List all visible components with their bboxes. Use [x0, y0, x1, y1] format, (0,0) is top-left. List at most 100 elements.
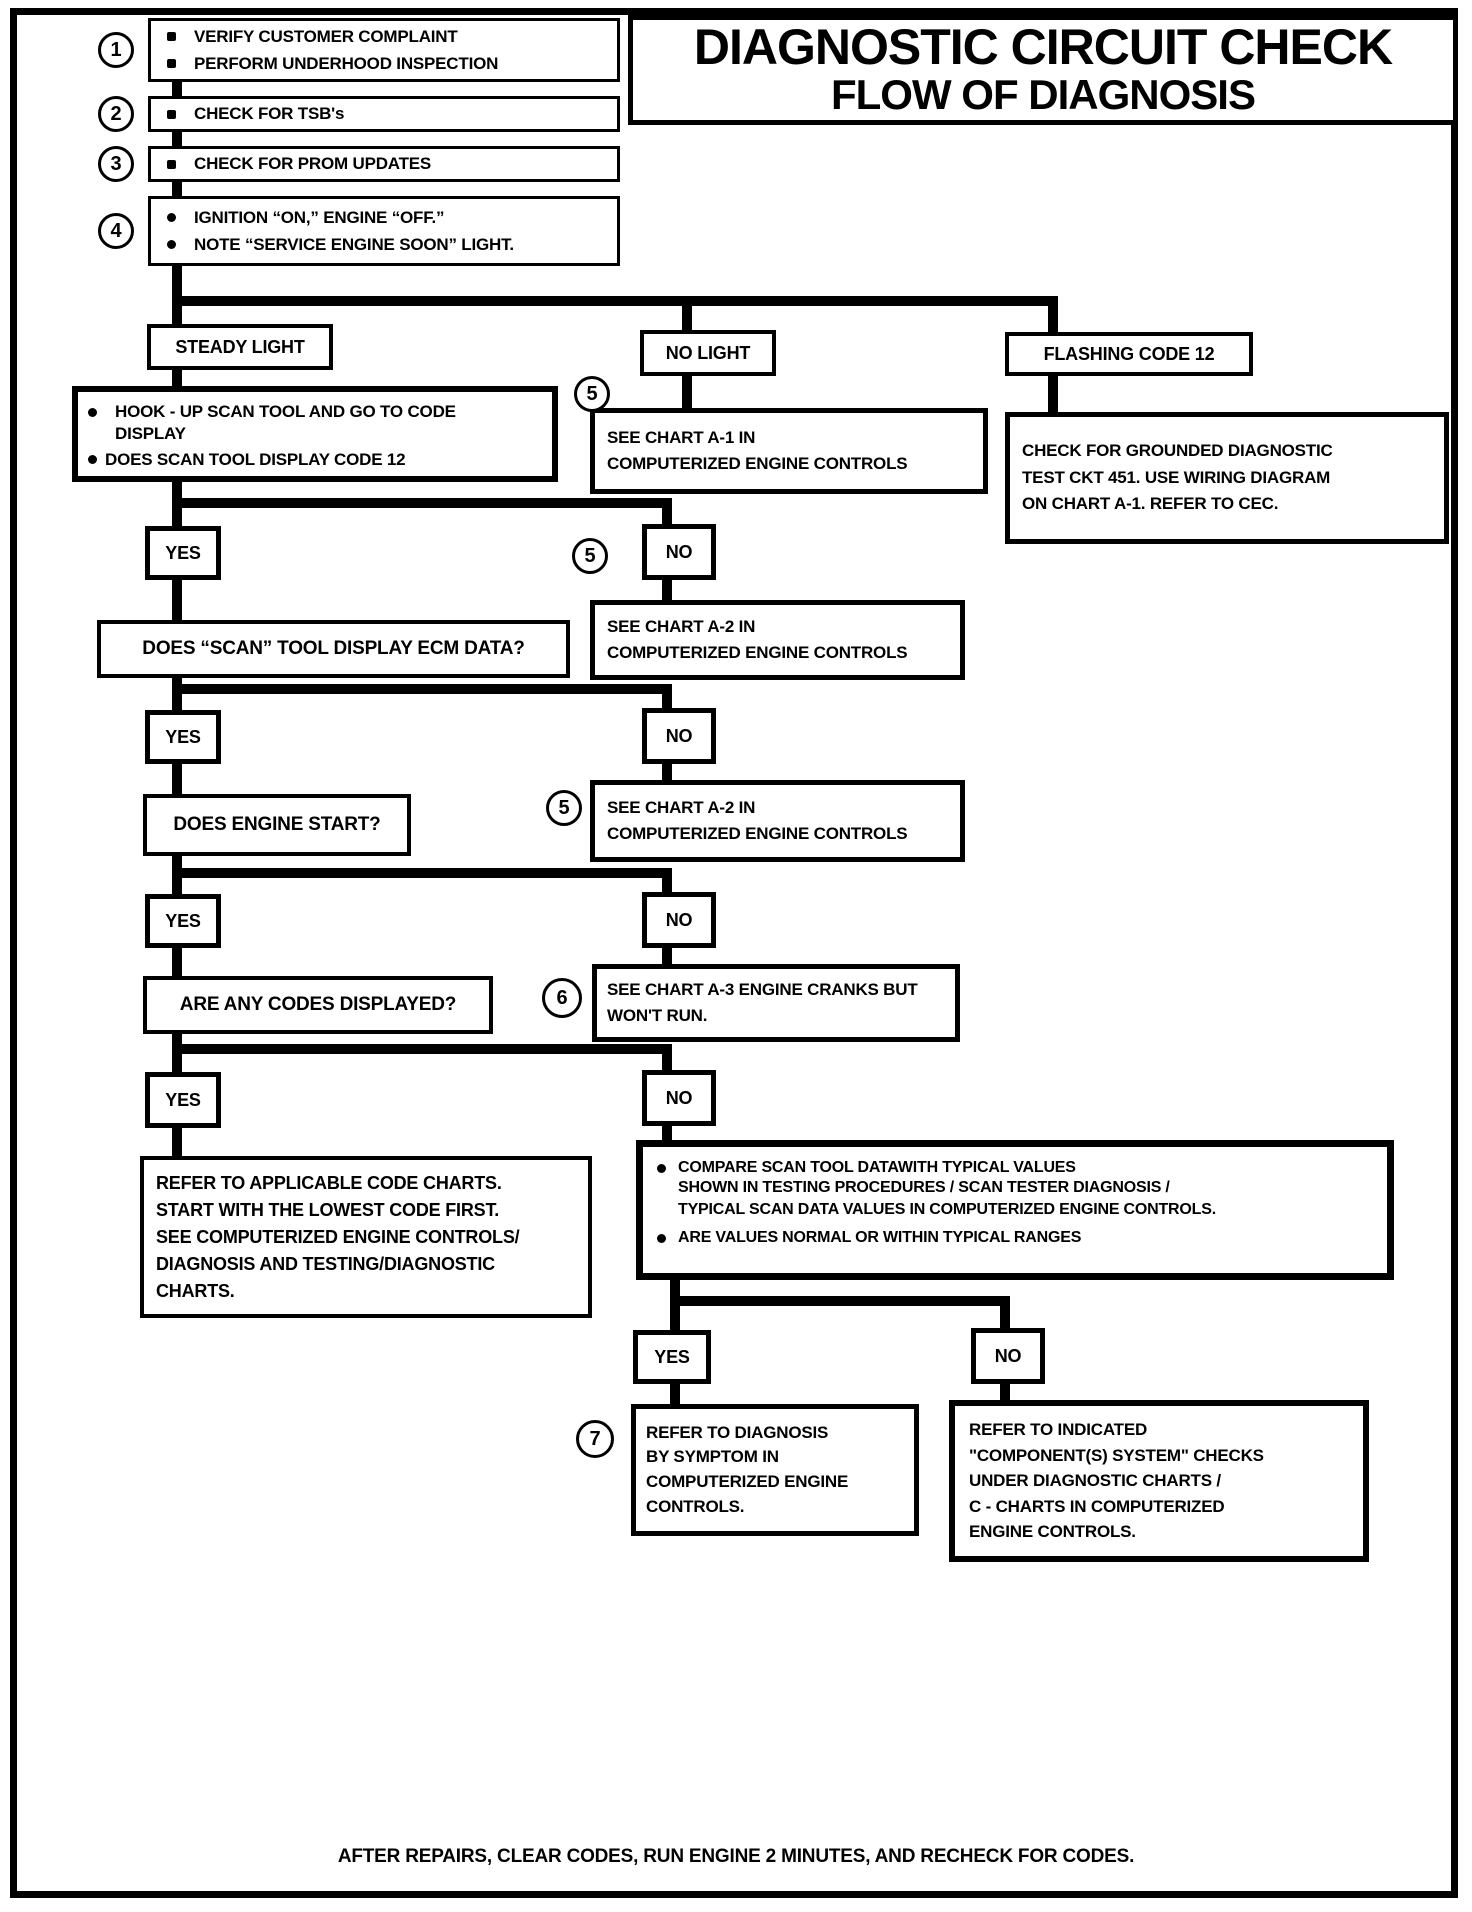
refer-component-line-3: UNDER DIAGNOSTIC CHARTS /	[969, 1471, 1221, 1491]
refer-component-line-5: ENGINE CONTROLS.	[969, 1522, 1136, 1542]
step-3-line-1: CHECK FOR PROM UPDATES	[167, 150, 617, 177]
yes-box-row4: YES	[145, 894, 221, 948]
connector	[1048, 376, 1058, 412]
page-subtitle: FLOW OF DIAGNOSIS	[831, 70, 1256, 118]
no-label: NO	[665, 541, 693, 562]
connector	[172, 1054, 182, 1072]
grounded-line-2: TEST CKT 451. USE WIRING DIAGRAM	[1022, 467, 1331, 487]
page-title: DIAGNOSTIC CIRCUIT CHECK	[693, 18, 1393, 75]
chart-a1-line-1: SEE CHART A-1 IN	[607, 427, 756, 447]
step-3-text-1: CHECK FOR PROM UPDATES	[194, 154, 432, 174]
connector	[172, 182, 182, 196]
yes-label: YES	[654, 1346, 690, 1367]
no-label: NO	[665, 1087, 693, 1108]
step-number-4-label: 4	[110, 219, 122, 242]
step-number-3: 3	[98, 146, 134, 182]
yes-box-row2: YES	[145, 526, 221, 580]
compare-text-3: TYPICAL SCAN DATA VALUES IN COMPUTERIZED…	[678, 1200, 1216, 1218]
title-box: DIAGNOSTIC CIRCUIT CHECK FLOW OF DIAGNOS…	[628, 15, 1458, 125]
branch-line	[172, 1044, 672, 1054]
step-2-line-1: CHECK FOR TSB's	[167, 100, 617, 127]
refer-codes-line-5: CHARTS.	[156, 1280, 235, 1301]
bullet-icon	[167, 159, 176, 169]
hookup-line-3: DOES SCAN TOOL DISPLAY CODE 12	[88, 450, 544, 470]
connector	[662, 764, 672, 780]
connector	[662, 580, 672, 600]
compare-scan-data-box: COMPARE SCAN TOOL DATAWITH TYPICAL VALUE…	[636, 1140, 1394, 1280]
yes-box-row3: YES	[145, 710, 221, 764]
question-engine-start-label: DOES ENGINE START?	[173, 814, 381, 835]
hookup-text-3: DOES SCAN TOOL DISPLAY CODE 12	[105, 449, 406, 469]
connector	[662, 878, 672, 892]
connector	[172, 1128, 182, 1156]
hookup-text-1: HOOK - UP SCAN TOOL AND GO TO CODE	[115, 402, 456, 421]
compare-text-2: SHOWN IN TESTING PROCEDURES / SCAN TESTE…	[678, 1179, 1170, 1196]
refer-codes-line-2: START WITH THE LOWEST CODE FIRST.	[156, 1199, 500, 1220]
connector	[172, 678, 182, 684]
bullet-icon	[657, 1163, 666, 1173]
question-engine-start: DOES ENGINE START?	[143, 794, 411, 856]
yes-box-row5: YES	[145, 1072, 221, 1128]
connector	[682, 306, 692, 330]
step-number-5-label: 5	[586, 382, 598, 405]
connector	[172, 482, 182, 498]
question-codes-displayed-label: ARE ANY CODES DISPLAYED?	[179, 994, 457, 1015]
step-box-3: CHECK FOR PROM UPDATES	[148, 146, 620, 182]
chart-a1-line-2: COMPUTERIZED ENGINE CONTROLS	[607, 454, 908, 473]
step-1-line-1: VERIFY CUSTOMER COMPLAINT	[167, 23, 617, 50]
refer-codes-line-3: SEE COMPUTERIZED ENGINE CONTROLS/	[156, 1226, 520, 1247]
refer-diagnosis-symptom-box: REFER TO DIAGNOSIS BY SYMPTOM IN COMPUTE…	[631, 1404, 919, 1536]
connector	[172, 132, 182, 146]
no-box-row4: NO	[642, 892, 716, 948]
no-box-row3: NO	[642, 708, 716, 764]
connector	[1000, 1384, 1010, 1400]
refer-codes-line-4: DIAGNOSIS AND TESTING/DIAGNOSTIC	[156, 1253, 495, 1274]
step-4-text-2: NOTE “SERVICE ENGINE SOON” LIGHT.	[194, 235, 514, 254]
connector	[172, 878, 182, 894]
connector	[172, 82, 182, 96]
no-label: NO	[665, 725, 693, 746]
no-label: NO	[665, 909, 693, 930]
branch-flashing-code-12: FLASHING CODE 12	[1005, 332, 1253, 376]
connector	[172, 948, 182, 976]
grounded-line-1: CHECK FOR GROUNDED DIAGNOSTIC	[1022, 441, 1333, 461]
chart-a2-box-2: SEE CHART A-2 IN COMPUTERIZED ENGINE CON…	[590, 780, 965, 862]
hookup-line-2: DISPLAY	[88, 422, 544, 446]
compare-text-1: COMPARE SCAN TOOL DATAWITH TYPICAL VALUE…	[678, 1159, 1076, 1176]
bullet-icon	[167, 59, 176, 69]
refer-symptom-line-2: BY SYMPTOM IN	[646, 1447, 779, 1467]
branch-line	[670, 1296, 1010, 1306]
step-number-4: 4	[98, 213, 134, 249]
chart-a2-box-1: SEE CHART A-2 IN COMPUTERIZED ENGINE CON…	[590, 600, 965, 680]
hookup-text-2: DISPLAY	[115, 424, 186, 443]
compare-line-3: TYPICAL SCAN DATA VALUES IN COMPUTERIZED…	[657, 1199, 1377, 1221]
footer-note: AFTER REPAIRS, CLEAR CODES, RUN ENGINE 2…	[337, 1846, 1135, 1867]
step-number-5: 5	[546, 790, 582, 826]
yes-box-row6: YES	[633, 1330, 711, 1384]
step-number-3-label: 3	[110, 152, 122, 175]
step-number-2: 2	[98, 96, 134, 132]
chart-a2-line-1: SEE CHART A-2 IN	[607, 616, 756, 636]
connector	[682, 376, 692, 408]
bullet-icon	[167, 31, 176, 41]
compare-line-4: ARE VALUES NORMAL OR WITHIN TYPICAL RANG…	[657, 1229, 1377, 1247]
connector	[662, 1054, 672, 1070]
connector	[172, 694, 182, 710]
chart-a1-box: SEE CHART A-1 IN COMPUTERIZED ENGINE CON…	[590, 408, 988, 494]
step-number-7-label: 7	[589, 1427, 601, 1450]
connector	[172, 370, 182, 386]
grounded-diagnostic-box: CHECK FOR GROUNDED DIAGNOSTIC TEST CKT 4…	[1005, 412, 1449, 544]
hookup-line-1: HOOK - UP SCAN TOOL AND GO TO CODE	[88, 402, 544, 422]
connector	[662, 948, 672, 964]
connector	[662, 508, 672, 524]
refer-codes-line-1: REFER TO APPLICABLE CODE CHARTS.	[156, 1172, 502, 1193]
step-box-1: VERIFY CUSTOMER COMPLAINT PERFORM UNDERH…	[148, 18, 620, 82]
bullet-icon	[657, 1233, 666, 1243]
step-number-1: 1	[98, 32, 134, 68]
yes-label: YES	[165, 542, 201, 563]
connector	[662, 1126, 672, 1140]
step-number-6: 6	[542, 978, 582, 1018]
connector	[172, 1034, 182, 1044]
step-4-line-2: NOTE “SERVICE ENGINE SOON” LIGHT.	[167, 231, 617, 258]
branch-no-light: NO LIGHT	[640, 330, 776, 376]
